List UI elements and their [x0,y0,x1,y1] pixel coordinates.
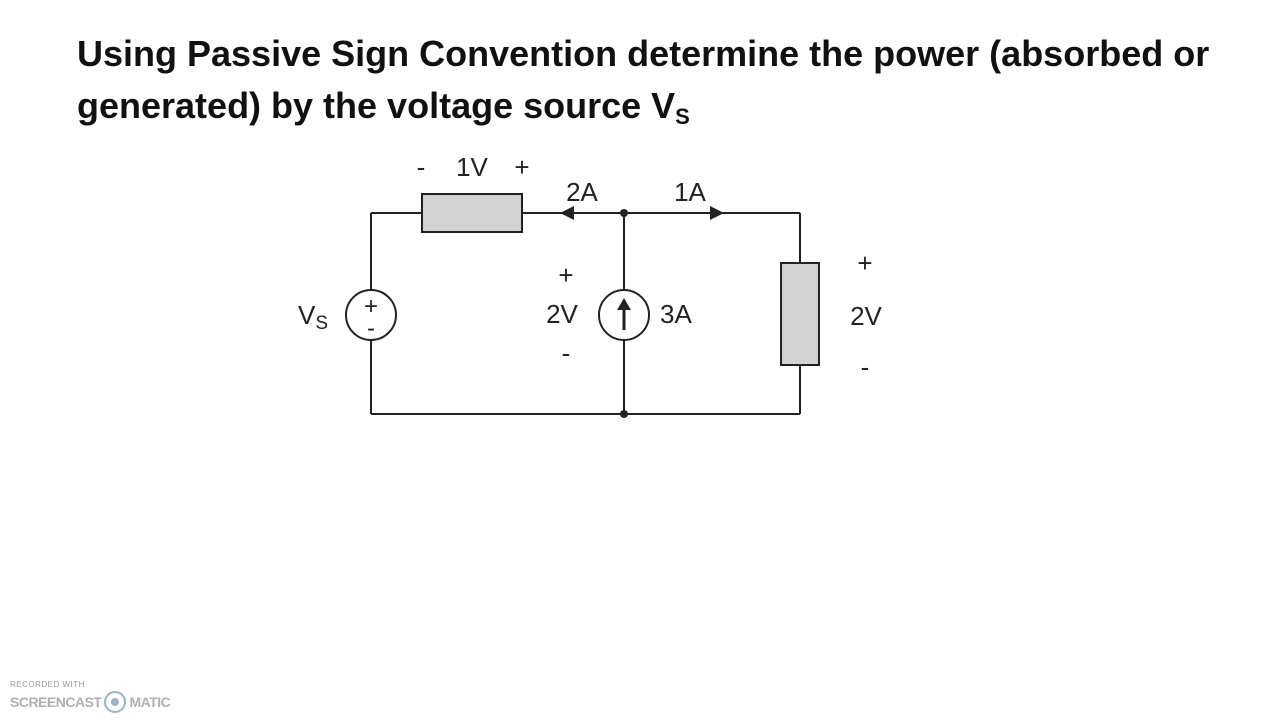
title-subscript: S [675,104,690,129]
top-resistor [421,193,523,233]
junction-bottom [620,410,628,418]
voltage-source-vs [345,289,397,341]
problem-title: Using Passive Sign Convention determine … [77,28,1257,143]
right-resistor-voltage: 2V [850,301,882,331]
current-source-label: 3A [660,299,692,329]
current-label-left: 2A [566,177,598,207]
watermark-right: MATIC [129,694,171,710]
top-resistor-value: 1V [456,152,488,182]
screencast-watermark: RECORDED WITH SCREENCAST MATIC [10,680,171,713]
top-resistor-minus: - [417,152,426,182]
record-icon [104,691,127,713]
circuit-wires [370,212,801,415]
middle-plus: + [558,260,573,290]
current-label-right: 1A [674,177,706,207]
up-arrow-icon [617,298,631,330]
voltage-source-minus: - [367,315,375,342]
voltage-source-label: VS [298,300,328,334]
watermark-logo: SCREENCAST MATIC [10,691,171,713]
voltage-source-plus: + [364,293,378,320]
right-resistor [780,262,820,366]
watermark-left: SCREENCAST [10,694,102,710]
middle-minus: - [562,338,571,368]
junction-top [620,209,628,217]
right-resistor-minus: - [861,352,870,382]
top-resistor-plus: + [514,152,529,182]
middle-voltage: 2V [546,299,578,329]
title-text: Using Passive Sign Convention determine … [77,33,1210,126]
watermark-recorded-with: RECORDED WITH [10,680,85,689]
right-resistor-plus: + [857,248,872,278]
